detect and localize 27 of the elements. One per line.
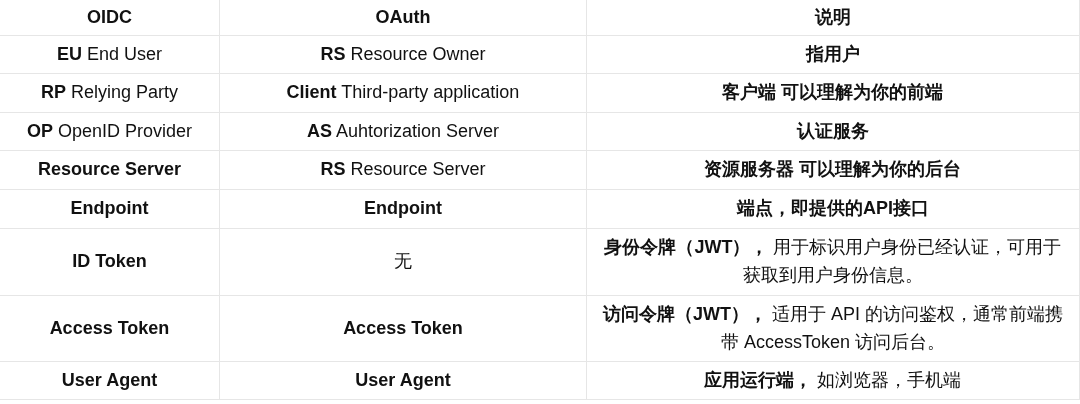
table-cell: Client Third-party application	[220, 74, 587, 113]
table-cell: Access Token	[220, 296, 587, 362]
table-cell: RP Relying Party	[0, 74, 220, 113]
table-cell: OP OpenID Provider	[0, 113, 220, 151]
table-cell: 客户端 可以理解为你的前端	[587, 74, 1080, 113]
table-cell: Resource Server	[0, 151, 220, 190]
header-cell: OIDC	[0, 0, 220, 36]
table-cell: RS Resource Server	[220, 151, 587, 190]
table-cell: Endpoint	[220, 190, 587, 229]
table-cell: 应用运行端， 如浏览器，手机端	[587, 362, 1080, 400]
table-cell: 访问令牌（JWT）， 适用于 API 的访问鉴权，通常前端携带 AccessToken 访问后台。	[587, 296, 1080, 362]
table-cell: User Agent	[220, 362, 587, 400]
header-cell: 说明	[587, 0, 1080, 36]
header-cell: OAuth	[220, 0, 587, 36]
table-cell: 身份令牌（JWT）， 用于标识用户身份已经认证，可用于获取到用户身份信息。	[587, 229, 1080, 296]
table-cell: 端点，即提供的API接口	[587, 190, 1080, 229]
table-cell: 无	[220, 229, 587, 296]
table-cell: AS Auhtorization Server	[220, 113, 587, 151]
table-cell: RS Resource Owner	[220, 36, 587, 74]
table-cell: Endpoint	[0, 190, 220, 229]
table-cell: 认证服务	[587, 113, 1080, 151]
table-cell: EU End User	[0, 36, 220, 74]
table-cell: 指用户	[587, 36, 1080, 74]
table-cell: User Agent	[0, 362, 220, 400]
table-cell: ID Token	[0, 229, 220, 296]
table-cell: Access Token	[0, 296, 220, 362]
table-cell: 资源服务器 可以理解为你的后台	[587, 151, 1080, 190]
